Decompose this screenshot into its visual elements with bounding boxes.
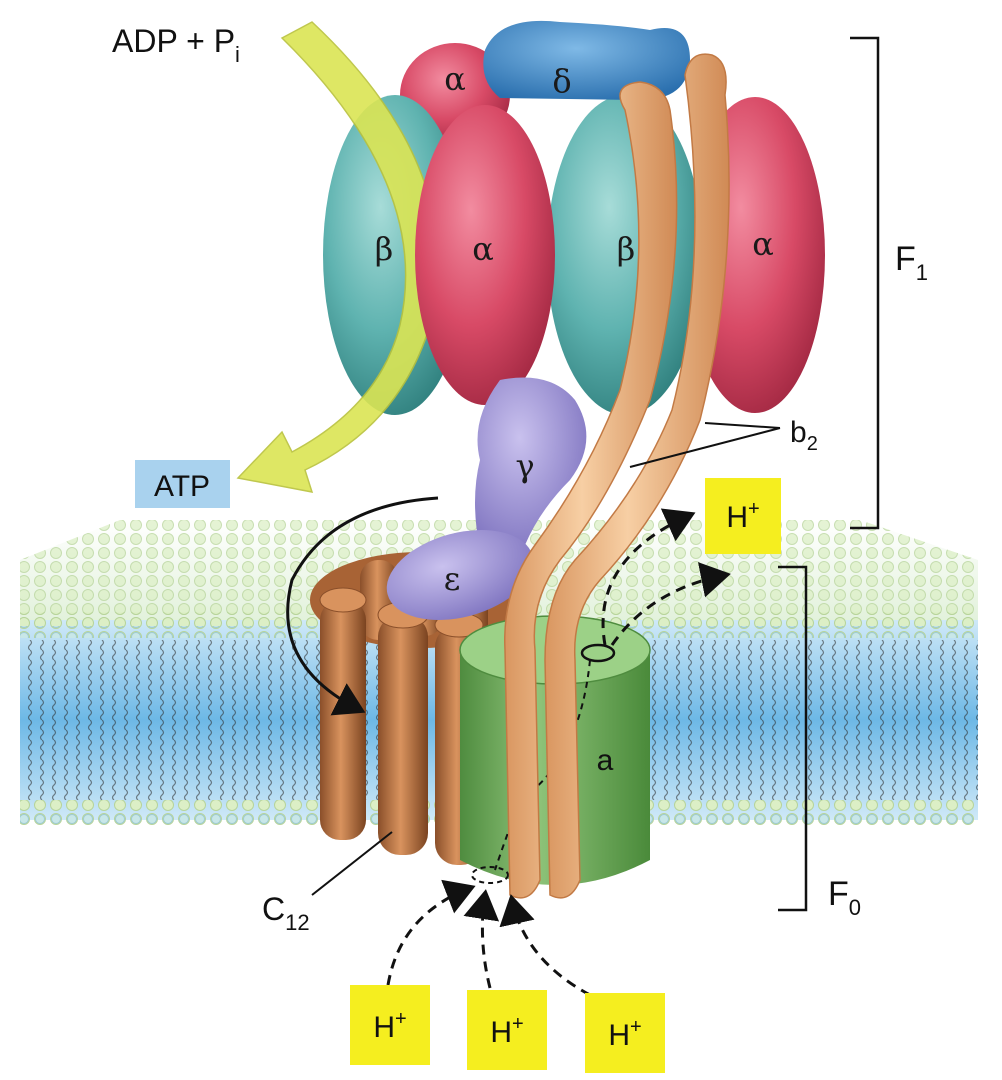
proton-superscript: + [512,1013,524,1035]
f1-label: F1 [895,240,928,285]
rotation-arrow [286,496,439,716]
f1-subscript: 1 [916,260,928,285]
f0-subscript: 0 [849,895,861,920]
beta-label-left: β [375,230,394,268]
proton-channel-top [580,643,616,663]
alpha-label-center: α [472,230,494,268]
proton-box-upper: H+ [705,478,781,554]
atp-box [135,460,230,508]
b2-label: b2 [790,416,818,455]
gamma-label: γ [515,447,534,485]
alpha-label-back: α [444,60,466,98]
proton-text: H [608,1019,630,1052]
proton-box-lower-left: H+ [350,985,430,1065]
svg-text:H+: H+ [608,1016,641,1052]
delta-label: δ [552,62,571,100]
proton-text: H [726,501,748,534]
proton-box-lower-middle: H+ [467,990,547,1070]
leader-lines [311,422,781,896]
beta-label-right: β [617,230,636,268]
proton-superscript: + [630,1016,642,1038]
adp-pi-text: ADP + P [112,23,235,59]
proton-text: H [373,1011,395,1044]
b2-subscript: 2 [807,433,818,455]
adp-pi-subscript: i [235,42,240,67]
f0-text: F [828,875,849,913]
atp-label: ATP [154,470,210,503]
alpha-label-right: α [752,225,774,263]
delta-subunit [483,20,690,100]
svg-text:H+: H+ [373,1008,406,1044]
gamma-subunit [475,377,587,550]
c12-label: C12 [262,891,310,935]
c12-text: C [262,891,285,927]
epsilon-subunit [386,530,534,620]
b2-stator [504,53,730,899]
proton-superscript: + [395,1008,407,1030]
f1-text: F [895,240,916,278]
svg-text:H+: H+ [490,1013,523,1049]
c12-subscript: 12 [285,910,309,935]
proton-superscript: + [748,498,760,520]
a-subunit-label: a [597,744,614,777]
proton-channel-bottom [471,866,509,884]
proton-box-lower-right: H+ [585,993,665,1073]
f0-bracket [778,565,808,912]
central-stalk [386,377,587,620]
proton-path-arrows [386,508,731,997]
epsilon-label: ε [444,560,461,598]
b2-text: b [790,416,807,449]
f1-bracket [850,36,880,530]
alpha-subunit-center [415,105,555,405]
f0-label: F0 [828,875,861,920]
adp-pi-label: ADP + Pi [112,23,240,67]
svg-text:H+: H+ [726,498,759,534]
proton-text: H [490,1016,512,1049]
